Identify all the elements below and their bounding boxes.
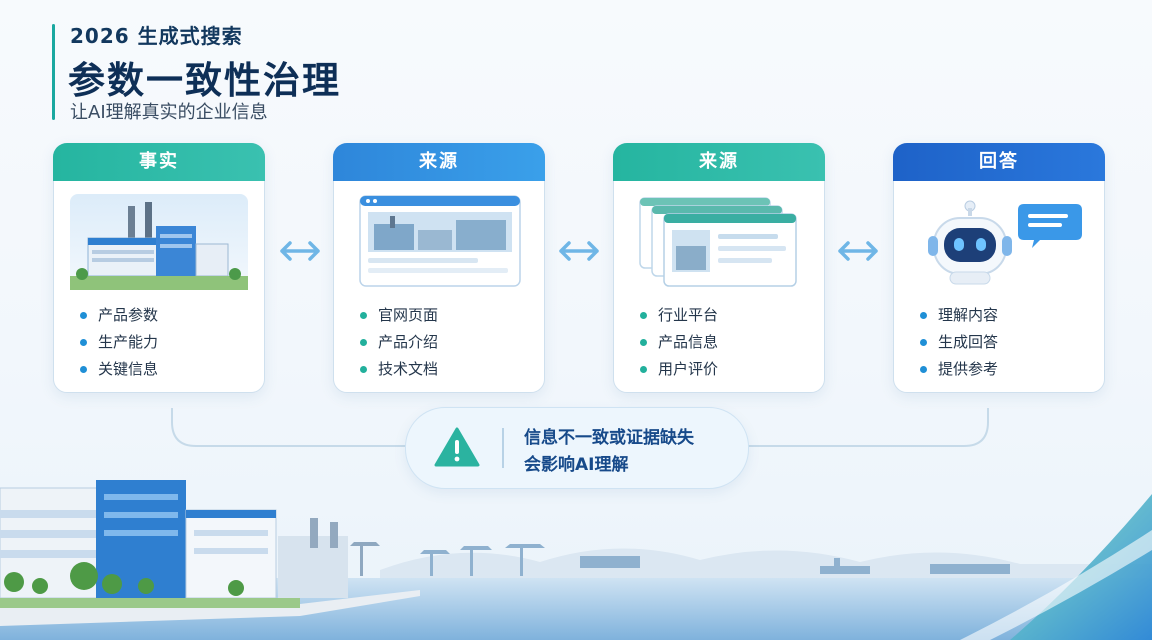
list-item-label: 用户评价 (658, 360, 719, 378)
card-sources-platform-bullets: 行业平台 产品信息 用户评价 (636, 302, 718, 383)
list-item: 生成回答 (916, 329, 998, 356)
list-item: 提供参考 (916, 356, 998, 383)
card-answer-title: 回答 (893, 143, 1105, 181)
list-item-label: 官网页面 (378, 306, 439, 324)
header-subtitle: 2026 生成式搜索 (70, 24, 243, 48)
factory-image-icon (70, 194, 248, 290)
bullet-dot (640, 339, 647, 346)
list-item-label: 产品信息 (658, 333, 719, 351)
list-item-label: 理解内容 (938, 306, 999, 324)
card-facts-bullets: 产品参数 生产能力 关键信息 (76, 302, 158, 383)
card-sources-platform: 来源 行业平台 产品信息 用户评价 (613, 143, 825, 393)
warning-icon (434, 427, 480, 467)
list-item: 产品介绍 (356, 329, 438, 356)
robot-chat-icon (928, 200, 1082, 285)
header-accent-bar (52, 24, 55, 120)
page-tagline: 让AI理解真实的企业信息 (70, 102, 268, 123)
list-item-label: 提供参考 (938, 360, 999, 378)
bullet-dot (360, 339, 367, 346)
list-item: 官网页面 (356, 302, 438, 329)
bullet-dot (920, 312, 927, 319)
list-item-label: 关键信息 (98, 360, 159, 378)
bullet-dot (640, 366, 647, 373)
connector-bracket (171, 408, 989, 447)
card-sources-official-bullets: 官网页面 产品介绍 技术文档 (356, 302, 438, 383)
bullet-dot (360, 312, 367, 319)
card-sources-platform-title: 来源 (613, 143, 825, 181)
stacked-pages-icon (639, 197, 797, 287)
bullet-dot (80, 312, 87, 319)
list-item: 理解内容 (916, 302, 998, 329)
list-item-label: 生成回答 (938, 333, 999, 351)
bullet-dot (360, 366, 367, 373)
bidirectional-arrow-icon (559, 241, 599, 261)
list-item: 技术文档 (356, 356, 438, 383)
list-item: 产品参数 (76, 302, 158, 329)
card-sources-official: 来源 官网页面 产品介绍 技术文档 (333, 143, 545, 393)
callout-text-line2: 会影响AI理解 (524, 455, 629, 475)
bidirectional-arrow-icon (838, 241, 878, 261)
bullet-dot (80, 366, 87, 373)
card-answer: 回答 理解内容 生成回答 提供参考 (893, 143, 1105, 393)
list-item: 生产能力 (76, 329, 158, 356)
list-item-label: 技术文档 (378, 360, 439, 378)
card-answer-bullets: 理解内容 生成回答 提供参考 (916, 302, 998, 383)
harbor-scene-illustration (0, 480, 1152, 640)
list-item: 行业平台 (636, 302, 718, 329)
callout-divider (502, 428, 504, 468)
callout-text-line1: 信息不一致或证据缺失 (524, 428, 694, 448)
card-facts-title: 事实 (53, 143, 265, 181)
list-item: 用户评价 (636, 356, 718, 383)
card-sources-official-title: 来源 (333, 143, 545, 181)
list-item-label: 产品介绍 (378, 333, 439, 351)
list-item: 产品信息 (636, 329, 718, 356)
list-item: 关键信息 (76, 356, 158, 383)
bidirectional-arrow-icon (280, 241, 320, 261)
card-facts: 事实 产品参数 生产能力 关键信息 (53, 143, 265, 393)
page-title: 参数一致性治理 (68, 59, 341, 102)
list-item-label: 生产能力 (98, 333, 159, 351)
warning-callout: 信息不一致或证据缺失 会影响AI理解 (405, 407, 749, 489)
list-item-label: 产品参数 (98, 306, 159, 324)
bullet-dot (920, 339, 927, 346)
bullet-dot (640, 312, 647, 319)
list-item-label: 行业平台 (658, 306, 719, 324)
web-page-icon (359, 195, 521, 287)
bullet-dot (80, 339, 87, 346)
bullet-dot (920, 366, 927, 373)
